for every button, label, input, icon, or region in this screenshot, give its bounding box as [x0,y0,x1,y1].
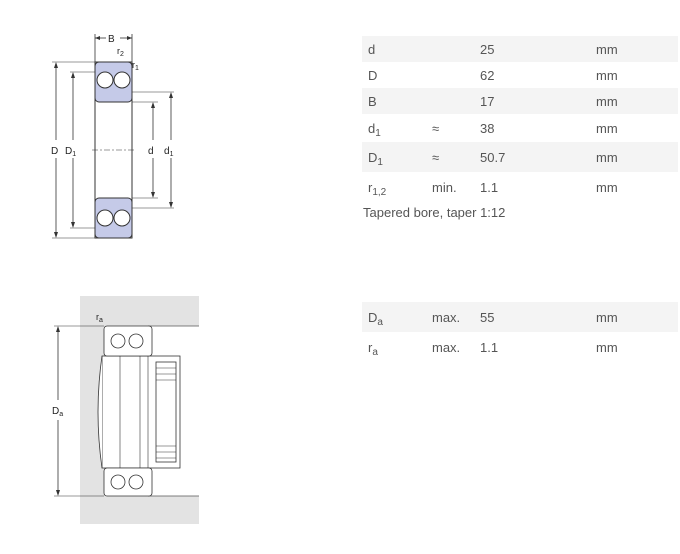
table-row: D1 ≈ 50.7 mm [362,142,678,172]
ball-bottom-left [96,209,114,227]
dim-unit: mm [596,67,618,83]
dim-qualifier [432,36,480,62]
label-B: B [108,34,115,45]
dim-qualifier: max. [432,302,480,332]
dim-qualifier: min. [432,179,457,195]
dim-unit: mm [596,120,618,136]
dim-value: 50.7 [480,142,596,172]
table-row: d 25 mm [362,36,678,62]
table-row: B 17 mm [362,88,678,114]
abutment-dimensions-drawing: ra Da [52,296,199,524]
label-d: d [148,146,154,157]
label-Da: Da [52,406,63,418]
dim-symbol: r1,2 [368,179,387,198]
dim-value: 1.1 [480,179,499,195]
dim-unit: mm [596,88,678,114]
label-ra: ra [96,312,103,324]
dim-qualifier [432,62,480,88]
dim-unit: mm [596,179,618,195]
table-row: ra max. 1.1 mm [362,332,678,362]
table-row: D 62 mm [362,62,678,88]
dim-unit: mm [596,142,678,172]
ball-top-right [113,71,131,89]
dim-value: 25 [480,36,596,62]
label-d1: d1 [164,146,174,158]
ball-bottom-left [110,474,126,490]
dim-qualifier: max. [432,339,461,355]
dim-value: 55 [480,302,596,332]
table-row: Da max. 55 mm [362,302,678,332]
dim-symbol: d [362,36,432,62]
dim-symbol: B [362,88,432,114]
dim-unit: mm [596,339,618,355]
bearing-dimensions-drawing: B r2 r1 D D1 d d1 [51,34,174,239]
dim-value: 62 [480,67,495,83]
dim-qualifier [432,88,480,114]
lock-nut [155,361,177,463]
dim-value: 1.1 [480,339,499,355]
dim-unit: mm [596,36,678,62]
dim-symbol: ra [368,339,378,358]
dim-unit: mm [596,302,678,332]
dim-symbol: d1 [368,120,381,139]
label-r2: r2 [117,46,124,58]
dim-symbol: Da [362,302,432,332]
dim-value: 17 [480,88,596,114]
ball-top-left [110,333,126,349]
ball-bottom-right [128,474,144,490]
ball-top-left [96,71,114,89]
dim-qualifier: ≈ [432,142,480,172]
label-D1: D1 [65,146,76,158]
ball-bottom-right [113,209,131,227]
dimensions-table: d 25 mm D 62 mm B 17 mm d1 ≈ 38 mm D1 ≈ … [362,36,678,202]
ball-top-right [128,333,144,349]
label-D: D [51,146,58,157]
dim-symbol: D [368,67,378,83]
dim-value: 38 [480,120,495,136]
table-row: r1,2 min. 1.1 mm [362,172,678,202]
dim-qualifier: ≈ [432,120,440,136]
table-row: d1 ≈ 38 mm [362,114,678,142]
abutment-table: Da max. 55 mm ra max. 1.1 mm [362,302,678,362]
bore-note: Tapered bore, taper 1:12 [363,205,506,220]
label-r1: r1 [132,60,139,72]
dim-symbol: D1 [362,142,432,172]
